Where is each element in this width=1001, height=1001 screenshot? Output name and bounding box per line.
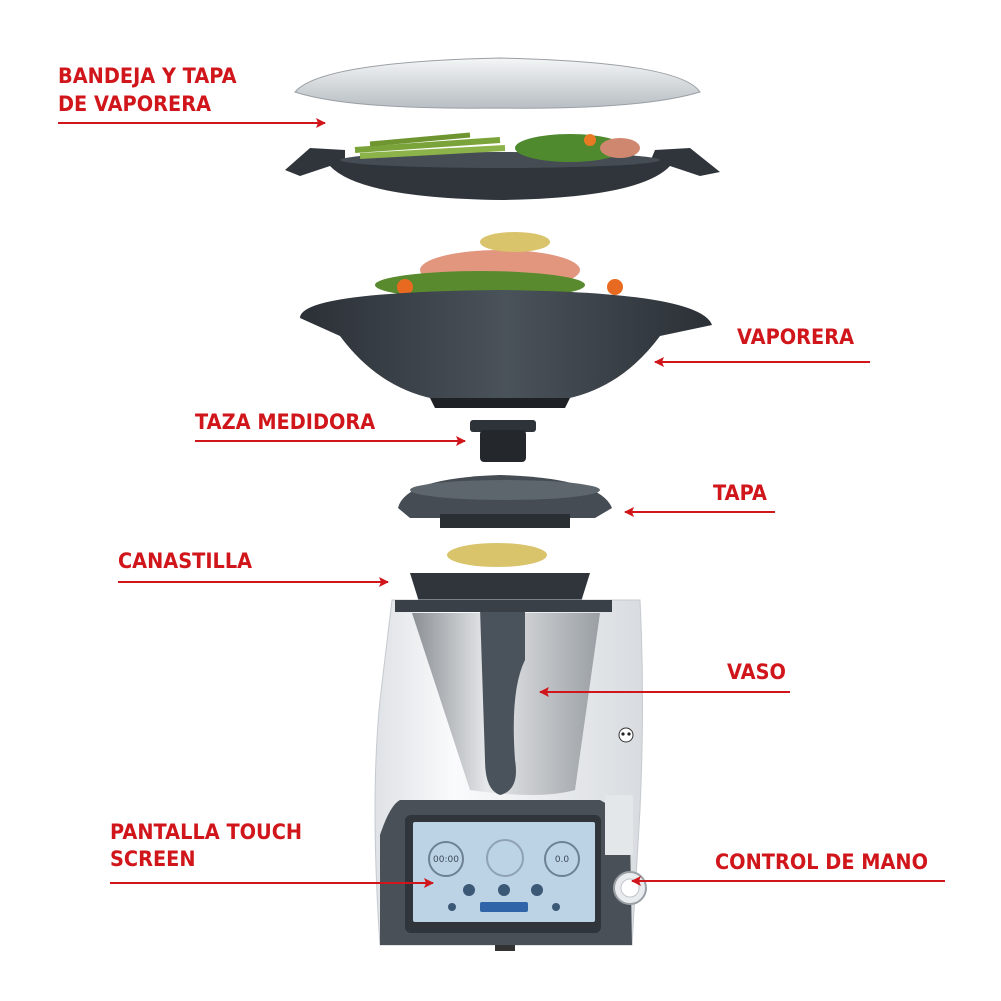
label-vaporera: VAPORERA — [737, 325, 855, 349]
label-pantalla-line1: PANTALLA TOUCH — [110, 820, 303, 844]
label-tapa: TAPA — [713, 481, 767, 505]
screen-weight: 0.0 — [555, 855, 570, 865]
menu-icon[interactable] — [552, 903, 560, 911]
brand-logo-icon — [618, 727, 634, 743]
label-pantalla-line2: SCREEN — [110, 847, 196, 871]
asparagus — [354, 132, 506, 159]
speed-dial[interactable] — [544, 841, 580, 877]
label-canastilla: CANASTILLA — [118, 549, 253, 573]
label-control-de-mano: CONTROL DE MANO — [715, 850, 929, 874]
pause-icon[interactable] — [498, 884, 510, 896]
callout-arrows — [58, 118, 945, 888]
label-bandeja-line1: BANDEJA Y TAPA — [58, 64, 237, 88]
steamer-tray — [285, 132, 720, 200]
control-knob[interactable] — [613, 871, 647, 905]
play-icon[interactable] — [531, 884, 543, 896]
scale-icon[interactable] — [448, 903, 456, 911]
screen-timer: 00:00 — [433, 855, 459, 865]
touch-screen[interactable] — [405, 815, 601, 933]
timer-dial[interactable] — [428, 841, 464, 877]
bowl-lid — [398, 475, 612, 528]
screen-button[interactable] — [480, 902, 528, 912]
label-bandeja-line2: DE VAPORERA — [58, 92, 212, 116]
label-vaso: VASO — [727, 660, 786, 684]
steamer-lid — [294, 57, 701, 109]
measuring-cup — [470, 420, 536, 462]
label-taza-medidora: TAZA MEDIDORA — [195, 410, 376, 434]
stop-icon[interactable] — [463, 884, 475, 896]
varoma-steamer — [300, 232, 712, 408]
temperature-dial[interactable] — [486, 839, 524, 877]
